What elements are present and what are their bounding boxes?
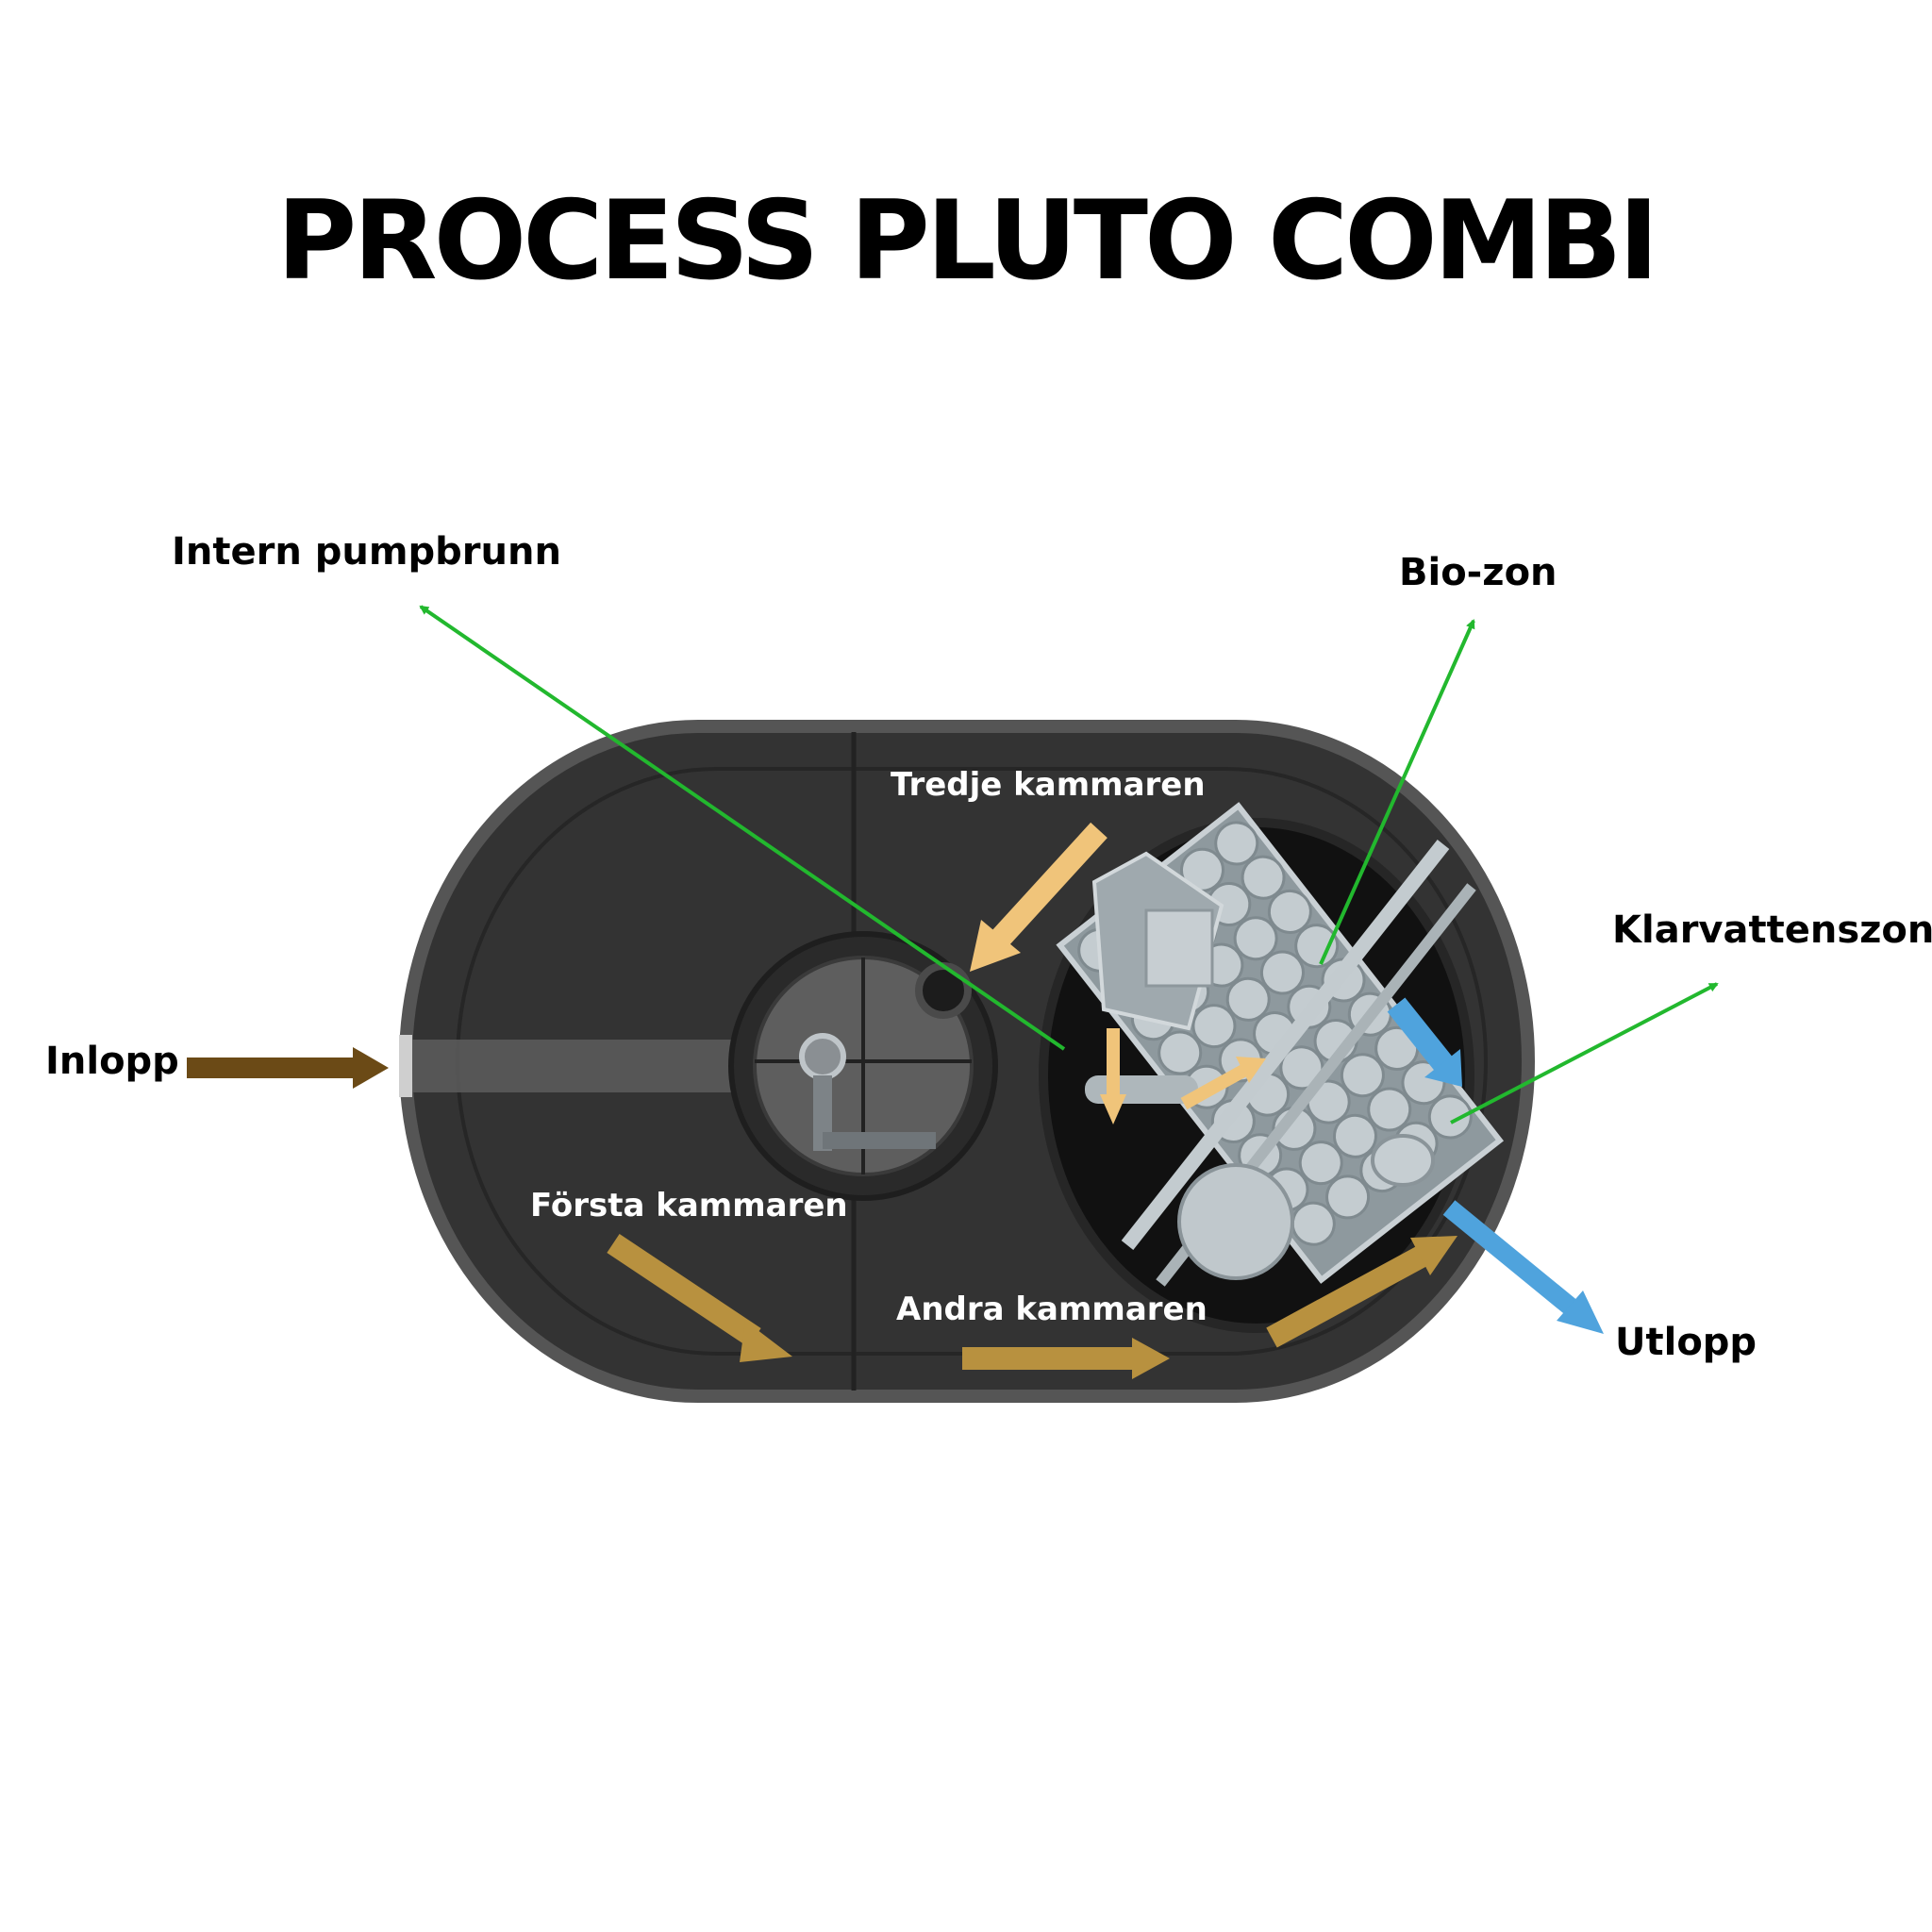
sludge-cup: [1371, 1134, 1435, 1187]
flow-arrow-pump-up: [1180, 1064, 1247, 1110]
label-andra-kammaren: Andra kammaren: [896, 1291, 1208, 1328]
dosing-tank: [1177, 1163, 1294, 1280]
pump-well: [728, 931, 998, 1201]
label-bio-zon: Bio-zon: [1399, 551, 1557, 594]
label-utlopp: Utlopp: [1615, 1321, 1757, 1364]
callout-lines: [419, 605, 1719, 1124]
flow-arrows: [607, 822, 1462, 1379]
tank-inner-rim: [456, 767, 1488, 1356]
outlet-arrow: [1442, 1200, 1604, 1334]
label-intern-pumpbrunn: Intern pumpbrunn: [172, 530, 561, 574]
inlet-arrow: [187, 1047, 389, 1089]
page-title: PROCESS PLUTO COMBI: [276, 177, 1658, 305]
callout-bio-zon: [1319, 619, 1475, 965]
flow-arrow-first-chamber: [607, 1234, 761, 1347]
label-inlopp: Inlopp: [45, 1040, 179, 1083]
label-forsta-kammaren: Första kammaren: [530, 1187, 848, 1224]
flow-arrow-to-bio: [1266, 1244, 1430, 1348]
callout-intern-pumpbrunn: [419, 605, 1066, 1051]
callout-klarvattenszon: [1450, 982, 1719, 1124]
inlet-pipe-collar: [399, 1035, 412, 1097]
flow-arrow-third-chamber: [991, 822, 1108, 947]
flow-arrow-clear-water: [1387, 997, 1455, 1074]
blower-unit: [1091, 851, 1224, 1031]
inlet-pipe: [404, 1040, 734, 1092]
label-tredje-kammaren: Tredje kammaren: [891, 766, 1206, 804]
label-klarvattenszon: Klarvattenszon: [1612, 908, 1932, 952]
bio-chamber: [1039, 802, 1505, 1333]
septic-tank: [399, 720, 1535, 1403]
